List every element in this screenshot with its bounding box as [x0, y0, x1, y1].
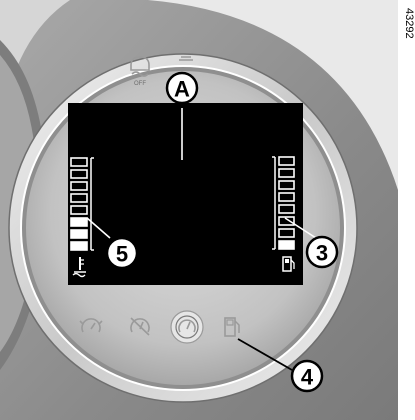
cruise-control-active-icon: [171, 311, 203, 343]
coolant-temperature-gauge-segment: [71, 242, 87, 250]
coolant-temperature-gauge-segment: [71, 206, 87, 214]
esp-off-label: OFF: [134, 81, 146, 87]
callout-4: 4: [292, 361, 322, 391]
callout-5: 5: [107, 238, 137, 268]
coolant-temperature-gauge-segment: [71, 230, 87, 238]
coolant-temperature-gauge-segment: [71, 218, 87, 226]
callout-4-label: 4: [301, 365, 314, 390]
fuel-level-gauge-segment: [279, 157, 294, 165]
callout-3-label: 3: [316, 241, 328, 266]
fuel-level-gauge-segment: [279, 169, 294, 177]
callout-3: 3: [307, 237, 337, 267]
coolant-temperature-gauge-segment: [71, 194, 87, 202]
callout-a: A: [167, 73, 197, 103]
fuel-level-gauge-segment: [279, 229, 294, 237]
multifunction-display: [68, 103, 303, 285]
fuel-level-gauge-segment: [279, 241, 294, 249]
fuel-level-gauge-segment: [279, 193, 294, 201]
coolant-temperature-gauge-segment: [71, 170, 87, 178]
callout-5-label: 5: [116, 242, 128, 267]
coolant-temperature-gauge-segment: [71, 182, 87, 190]
fuel-level-gauge-segment: [279, 205, 294, 213]
fuel-level-gauge-segment: [279, 181, 294, 189]
reference-code: 43292: [403, 8, 415, 39]
callout-a-label: A: [174, 77, 190, 102]
coolant-temperature-gauge-segment: [71, 158, 87, 166]
